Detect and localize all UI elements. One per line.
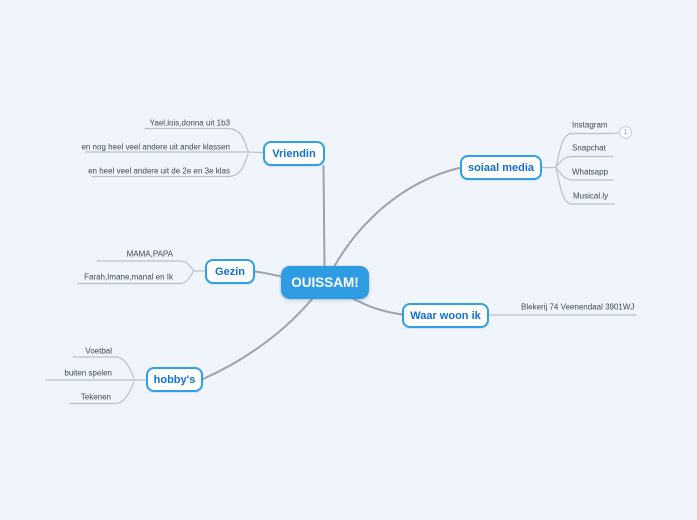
leaf-topic-farah-imane[interactable]: Farah,Imane,manal en Ik <box>84 272 173 282</box>
branch-connector-vriendin <box>322 165 326 267</box>
leaf-topic-snapchat[interactable]: Snapchat <box>572 143 606 153</box>
child-line-vriendin-trunk <box>247 151 264 154</box>
child-line-heel <box>91 153 249 178</box>
leaf-topic-andere-klassen[interactable]: en nog heel veel andere uit ander klasse… <box>81 142 230 152</box>
child-line-yael <box>144 127 249 152</box>
child-line-farah <box>77 271 194 285</box>
branch-connector-waar-woon-ik <box>350 296 403 316</box>
branch-connector-soiaal-media <box>333 167 460 268</box>
child-line-mama <box>96 260 194 271</box>
leaf-topic-yael[interactable]: Yael,lois,donna uit 1b3 <box>149 118 230 128</box>
leaf-topic-whatsapp[interactable]: Whatsapp <box>572 167 609 177</box>
child-line-tekenen <box>69 381 135 405</box>
leaf-topic-address[interactable]: Blekerij 74 Veenendaal 3901WJ <box>521 302 635 312</box>
branch-connector-gezin <box>254 270 282 278</box>
child-line-whatsapp <box>555 167 614 181</box>
leaf-topic-instagram[interactable]: Instagram <box>572 120 608 130</box>
child-line-snapchat <box>555 155 614 168</box>
branch-node-hobbys[interactable]: hobby's <box>146 367 203 392</box>
branch-node-waar-woon-ik[interactable]: Waar woon ik <box>402 303 489 328</box>
branch-node-gezin[interactable]: Gezin <box>205 259 255 284</box>
leaf-topic-2e-3e-klas[interactable]: en heel veel andere uit de 2e en 3e klas <box>88 166 230 176</box>
leaf-topic-buiten-spelen[interactable]: buiten spelen <box>64 368 112 378</box>
leaf-topic-voetbal[interactable]: Voetbal <box>85 346 112 356</box>
branch-connector-hobbys <box>202 298 313 380</box>
branch-node-vriendin[interactable]: Vriendin <box>263 141 325 166</box>
child-line-musically <box>555 167 615 205</box>
leaf-topic-tekenen[interactable]: Tekenen <box>80 392 111 402</box>
child-line-instagram <box>555 131 621 168</box>
leaf-topic-musically[interactable]: Musical.ly <box>573 191 609 201</box>
child-line-voetbal <box>72 356 135 379</box>
leaf-topic-mama-papa[interactable]: MAMA,PAPA <box>126 249 173 259</box>
branch-node-soiaal-media[interactable]: soiaal media <box>460 155 542 180</box>
root-node-ouissam[interactable]: OUISSAM! <box>281 266 369 299</box>
collapsed-count-badge[interactable]: 1 <box>619 126 632 139</box>
